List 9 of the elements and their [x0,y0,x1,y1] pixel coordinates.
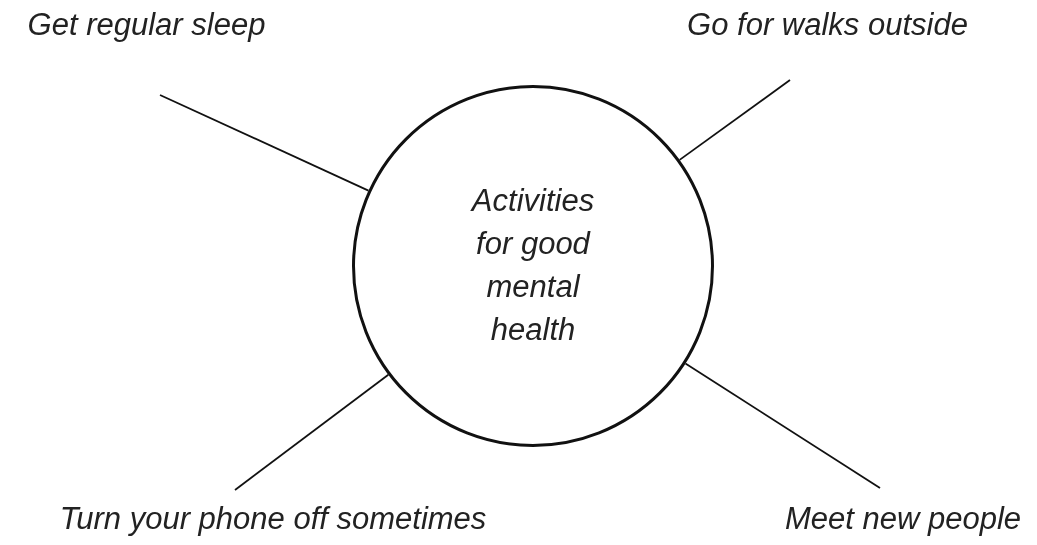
topic-text: Activities for good mental health [469,182,596,349]
activity-label: Go for walks outside [687,7,968,43]
connector-line [159,94,370,192]
connector-line [684,362,881,489]
activity-label: Turn your phone off sometimes [59,501,487,537]
activity-label: Meet new people [784,501,1022,537]
activity-label: Get regular sleep [27,7,266,43]
connector-line [678,79,791,161]
connector-line [234,373,390,491]
